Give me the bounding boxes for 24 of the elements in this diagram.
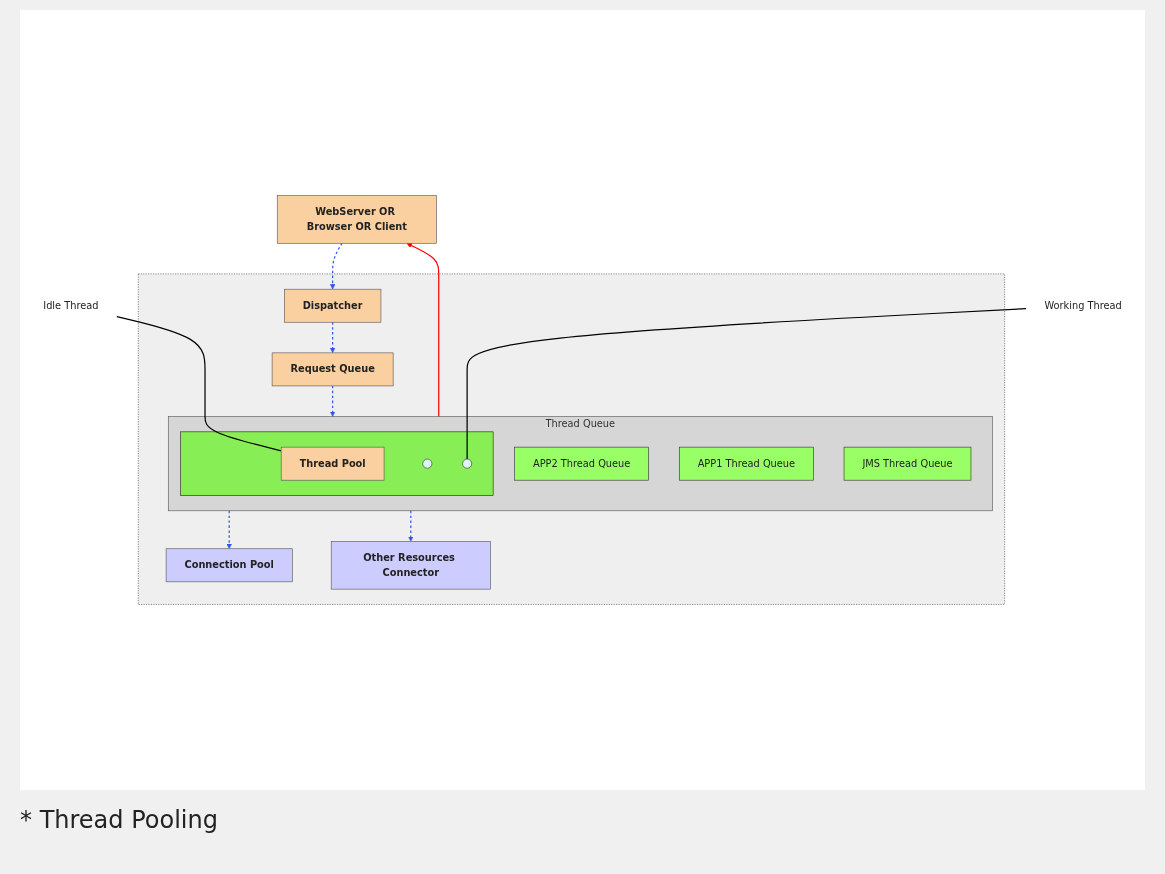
node-box: JMS Thread Queue — [843, 446, 972, 481]
node-circle — [422, 458, 433, 469]
connector — [116, 316, 282, 452]
node-circle — [462, 458, 472, 469]
node-box: Request Queue — [271, 352, 394, 387]
node-box: Connection Pool — [165, 548, 293, 583]
node-box: Other Resources Connector — [330, 541, 491, 590]
node-box: Dispatcher — [284, 288, 382, 323]
arrow — [329, 321, 336, 354]
arrow — [226, 510, 232, 549]
cluster — [137, 273, 1005, 605]
node-box: Thread Pool — [280, 446, 385, 481]
node-text: Idle Thread — [43, 299, 99, 312]
node-text: Working Thread — [1044, 299, 1122, 312]
node-box: APP2 Thread Queue — [514, 446, 649, 481]
arrow — [329, 385, 336, 417]
arrow — [408, 510, 414, 542]
caption: * Thread Pooling — [20, 806, 219, 834]
arrow — [406, 242, 440, 418]
node-box: WebServer OR Browser OR Client — [276, 195, 437, 244]
connector — [466, 308, 1027, 460]
node-box: APP1 Thread Queue — [679, 446, 814, 481]
cluster — [180, 431, 494, 496]
arrow — [329, 242, 343, 290]
